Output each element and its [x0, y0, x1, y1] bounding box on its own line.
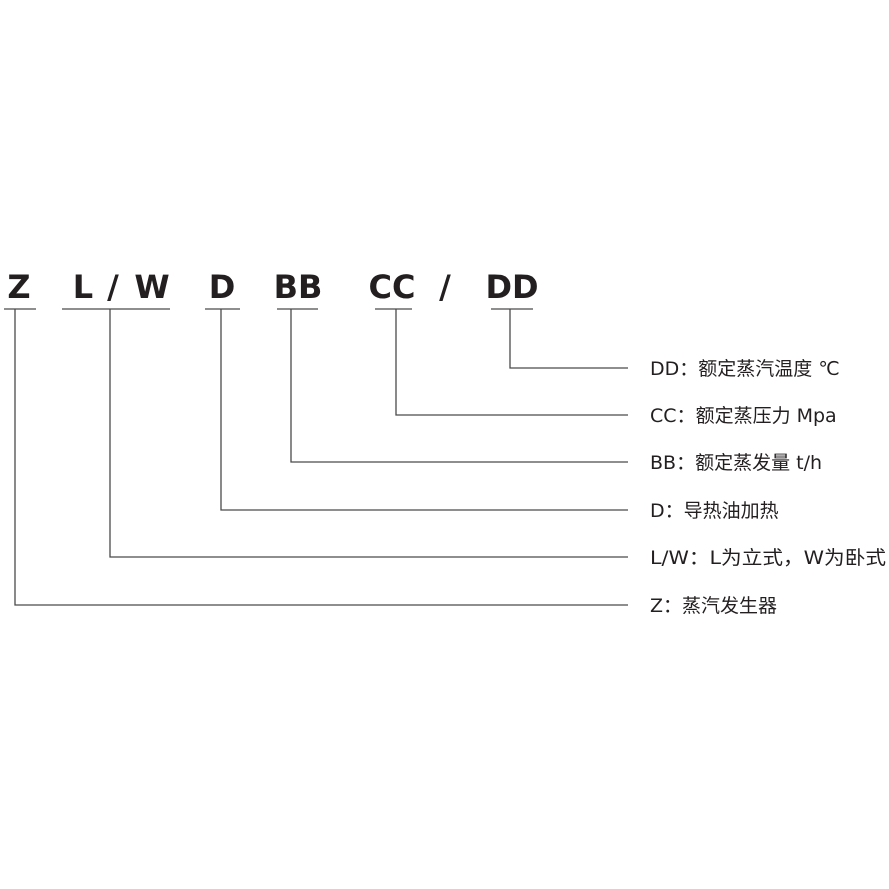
legend-item-lw: L/W：L为立式，W为卧式 [650, 547, 886, 569]
legend-separator: ： [676, 452, 695, 474]
legend-item-dd: DD：额定蒸汽温度 ℃ [650, 358, 840, 380]
code-slash-1: / [107, 268, 119, 306]
legend-code: BB [650, 452, 676, 474]
legend-code: Z [650, 595, 663, 617]
legend-item-d: D：导热油加热 [650, 500, 779, 522]
legend-item-cc: CC：额定蒸压力 Mpa [650, 405, 837, 427]
legend-code: CC [650, 405, 677, 427]
code-d: D [209, 268, 236, 306]
legend-meaning: 额定蒸发量 t/h [695, 452, 822, 474]
legend-meaning: 导热油加热 [684, 500, 779, 522]
code-slash-2: / [439, 268, 451, 306]
legend-code: D [650, 500, 665, 522]
legend-code: L/W [650, 547, 689, 569]
connector-bb [290, 309, 628, 463]
code-dd: DD [485, 268, 538, 306]
legend-separator: ： [677, 405, 696, 427]
legend-separator: ： [665, 500, 684, 522]
legend-meaning: 额定蒸压力 Mpa [696, 405, 837, 427]
legend-meaning: 蒸汽发生器 [682, 595, 777, 617]
code-z: Z [7, 268, 30, 306]
connector-z [14, 309, 628, 606]
legend-meaning: 额定蒸汽温度 ℃ [698, 358, 839, 380]
legend-separator: ： [689, 547, 710, 569]
connector-d [220, 309, 628, 511]
connector-dd [509, 309, 628, 369]
code-cc: CC [369, 268, 416, 306]
code-l: L [73, 268, 93, 306]
code-bb: BB [274, 268, 323, 306]
connector-cc [395, 309, 628, 416]
legend-code: DD [650, 358, 679, 380]
legend-item-bb: BB：额定蒸发量 t/h [650, 452, 822, 474]
legend-separator: ： [679, 358, 698, 380]
connector-lw [109, 309, 628, 558]
legend-item-z: Z：蒸汽发生器 [650, 595, 777, 617]
code-w: W [134, 268, 169, 306]
legend-separator: ： [663, 595, 682, 617]
legend-meaning: L为立式，W为卧式 [710, 547, 886, 569]
